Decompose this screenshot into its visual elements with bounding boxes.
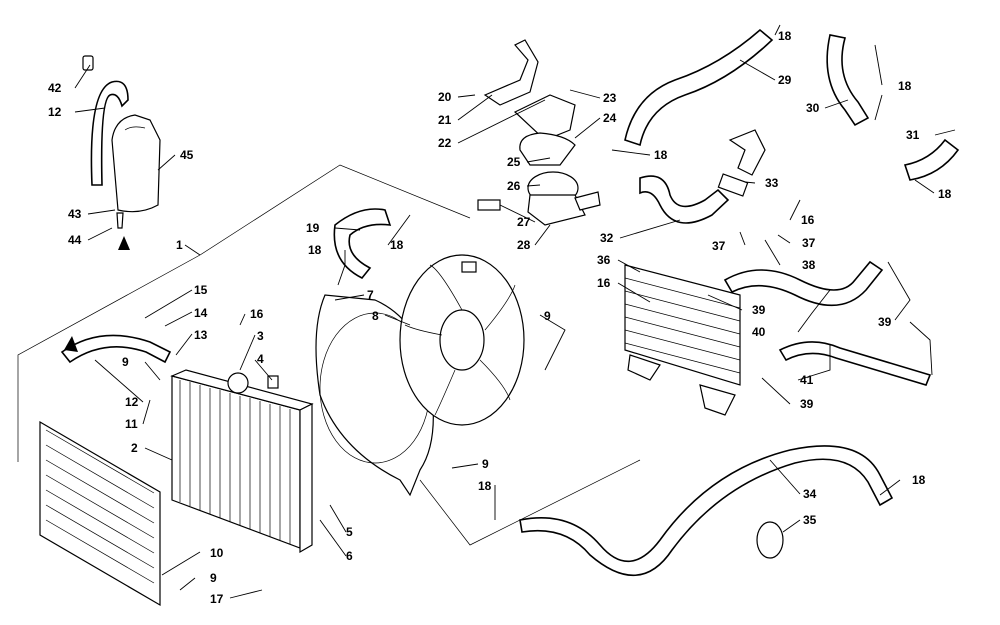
callout-19: 19: [306, 221, 320, 235]
arrow-markers: [64, 236, 130, 352]
oil-cooler: [624, 264, 741, 416]
callout-44: 44: [68, 233, 82, 247]
callout-17: 17: [210, 592, 224, 606]
callout-18-top: 18: [778, 29, 792, 43]
callout-18-right: 18: [898, 79, 912, 93]
callout-24: 24: [603, 111, 617, 125]
callout-labels: 1 2 3 4 5 6 7 8 9 9 9 9 10 11 12 12 13 1…: [48, 29, 952, 606]
callout-20: 20: [438, 90, 452, 104]
hose-19: [333, 208, 392, 280]
callout-27: 27: [517, 215, 531, 229]
callout-37-left: 37: [712, 239, 726, 253]
callout-43: 43: [68, 207, 82, 221]
callout-1: 1: [176, 238, 183, 252]
callout-26: 26: [507, 179, 521, 193]
hose-34: [519, 445, 894, 577]
callout-42: 42: [48, 81, 62, 95]
arrow-icon: [64, 336, 78, 352]
callout-36: 36: [597, 253, 611, 267]
callout-30: 30: [806, 101, 820, 115]
callout-45: 45: [180, 148, 194, 162]
callout-7: 7: [367, 288, 374, 302]
callout-28: 28: [517, 238, 531, 252]
callout-38: 38: [802, 258, 816, 272]
cooling-fan: [399, 254, 525, 426]
hose-32: [639, 175, 730, 224]
callout-9-screen: 9: [210, 571, 217, 585]
callout-23: 23: [603, 91, 617, 105]
callout-11: 11: [125, 417, 138, 431]
arrow-icon: [118, 236, 130, 250]
callout-8: 8: [372, 309, 379, 323]
callout-13: 13: [194, 328, 208, 342]
thermostat-housing: [477, 39, 601, 226]
radiator: [170, 369, 314, 554]
callout-4: 4: [257, 352, 264, 366]
callout-16-radiator: 16: [250, 307, 264, 321]
callout-25: 25: [507, 155, 521, 169]
callout-16-cooler: 16: [597, 276, 611, 290]
callout-29: 29: [778, 73, 792, 87]
callout-12-lower: 12: [125, 395, 139, 409]
callout-18-fan: 18: [308, 243, 322, 257]
hose-29: [624, 28, 774, 147]
callout-9-shroud: 9: [482, 457, 489, 471]
callout-39-cooler: 39: [752, 303, 766, 317]
leader-lines: [74, 24, 956, 599]
oil-line-40: [723, 260, 884, 307]
expansion-tank: [82, 55, 161, 229]
hose-12: [60, 334, 172, 364]
hose-31: [903, 138, 960, 181]
callout-2: 2: [131, 441, 138, 455]
callout-18-thermostat: 18: [654, 148, 668, 162]
callout-16-bracket: 16: [801, 213, 815, 227]
callout-6: 6: [346, 549, 353, 563]
hose-30: [826, 34, 870, 127]
callout-10: 10: [210, 546, 224, 560]
oil-line-41: [778, 341, 932, 386]
callout-33: 33: [765, 176, 779, 190]
callout-9-radiator: 9: [122, 355, 129, 369]
callout-14: 14: [194, 306, 208, 320]
callout-12-upper: 12: [48, 105, 62, 119]
callout-32: 32: [600, 231, 614, 245]
callout-35: 35: [803, 513, 817, 527]
clamp-35: [756, 521, 784, 559]
callout-41: 41: [800, 373, 814, 387]
callout-34: 34: [803, 487, 817, 501]
fitting-33: [717, 129, 766, 197]
callout-18-hose34: 18: [478, 479, 492, 493]
callout-22: 22: [438, 136, 452, 150]
callout-18-lower-right: 18: [912, 473, 926, 487]
callout-3: 3: [257, 329, 264, 343]
callout-21: 21: [438, 113, 452, 127]
callout-37-right: 37: [802, 236, 816, 250]
callout-39-right: 39: [878, 315, 892, 329]
radiator-screen: [39, 420, 161, 607]
callout-39-lower: 39: [800, 397, 814, 411]
callout-5: 5: [346, 525, 353, 539]
callout-15: 15: [194, 283, 208, 297]
callout-18-hose19: 18: [390, 238, 404, 252]
callout-31: 31: [906, 128, 920, 142]
callout-9-fan: 9: [544, 309, 551, 323]
callout-18-hose31: 18: [938, 187, 952, 201]
callout-40: 40: [752, 325, 766, 339]
